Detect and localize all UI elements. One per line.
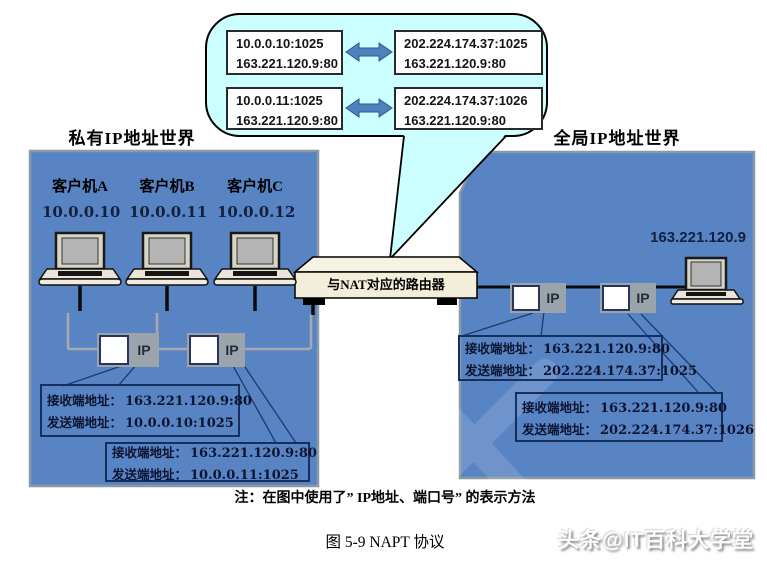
sender-value: 10.0.0.10:1025 xyxy=(125,416,234,431)
receiver-label: 接收端地址： xyxy=(47,394,123,408)
packet-ip-label: IP xyxy=(546,290,560,306)
entry-line: 163.221.120.9:80 xyxy=(404,113,506,128)
laptop-icon-b xyxy=(125,231,209,286)
packet-payload-box xyxy=(99,335,129,365)
packet-ip-label: IP xyxy=(636,290,650,306)
client-b-label: 客户机B xyxy=(139,179,195,195)
client-b-ip: 10.0.0.11 xyxy=(129,203,208,221)
sender-value: 202.224.174.37:1025 xyxy=(543,363,698,379)
sender-label: 发送端地址： xyxy=(112,467,188,482)
receiver-value: 163.221.120.9:80 xyxy=(190,445,317,461)
server-laptop-icon xyxy=(670,256,744,305)
address-box-left-2: 接收端地址： 163.221.120.9:80 发送端地址： 10.0.0.11… xyxy=(105,442,317,483)
ip-packet-right-2: IP xyxy=(600,283,656,313)
router-label: 与NAT对应的路由器 xyxy=(327,277,445,292)
private-region-title: 私有IP地址世界 xyxy=(68,129,196,148)
leader-lines xyxy=(62,311,717,444)
address-box-left-1: 接收端地址： 163.221.120.9:80 发送端地址： 10.0.0.10… xyxy=(40,384,252,437)
sender-label: 发送端地址： xyxy=(47,416,123,430)
address-row: 发送端地址： 202.224.174.37:1026 xyxy=(522,419,754,438)
packet-ip-label: IP xyxy=(225,342,239,358)
entry-line: 202.224.174.37:1026 xyxy=(404,93,528,108)
receiver-value: 163.221.120.9:80 xyxy=(125,394,252,409)
receiver-value: 163.221.120.9:80 xyxy=(543,341,670,357)
entry-line: 163.221.120.9:80 xyxy=(404,56,506,71)
client-a-label: 客户机A xyxy=(52,179,108,195)
router-icon xyxy=(292,256,480,305)
entry-line: 10.0.0.10:1025 xyxy=(236,36,324,51)
address-row: 发送端地址： 10.0.0.10:1025 xyxy=(47,412,234,431)
private-region-box xyxy=(28,149,320,488)
address-row: 发送端地址： 10.0.0.11:1025 xyxy=(112,464,303,483)
address-box-right-2: 接收端地址： 163.221.120.9:80 发送端地址： 202.224.1… xyxy=(515,392,754,442)
figure-note: 注：在图中使用了” IP地址、端口号” 的表示方法 xyxy=(234,491,536,506)
translation-global-entry-1: 202.224.174.37:1025 163.221.120.9:80 xyxy=(394,30,543,75)
entry-line: 10.0.0.11:1025 xyxy=(236,93,323,108)
client-a-ip: 10.0.0.10 xyxy=(42,203,121,221)
sender-value: 10.0.0.11:1025 xyxy=(190,467,299,483)
server-ip-label: 163.221.120.9 xyxy=(650,229,746,246)
global-region-title: 全局IP地址世界 xyxy=(553,129,681,148)
translation-global-entry-2: 202.224.174.37:1026 163.221.120.9:80 xyxy=(394,87,543,130)
address-row: 接收端地址： 163.221.120.9:80 xyxy=(47,390,252,409)
ip-packet-left-1: IP xyxy=(97,333,159,367)
address-row: 接收端地址： 163.221.120.9:80 xyxy=(465,338,670,357)
translation-arrow-icon xyxy=(345,98,393,118)
address-row: 接收端地址： 163.221.120.9:80 xyxy=(522,397,727,416)
address-row: 发送端地址： 202.224.174.37:1025 xyxy=(465,360,697,379)
packet-payload-box xyxy=(512,285,540,311)
client-c-label: 客户机C xyxy=(227,179,283,195)
translation-private-entry-2: 10.0.0.11:1025 163.221.120.9:80 xyxy=(226,87,343,130)
translation-arrow-icon xyxy=(345,42,393,62)
packet-ip-label: IP xyxy=(137,342,151,358)
laptop-icon-a xyxy=(38,231,122,286)
ip-packet-right-1: IP xyxy=(510,283,566,313)
translation-private-entry-1: 10.0.0.10:1025 163.221.120.9:80 xyxy=(226,30,343,75)
client-c-ip: 10.0.0.12 xyxy=(217,203,296,221)
receiver-label: 接收端地址： xyxy=(465,341,541,356)
entry-line: 163.221.120.9:80 xyxy=(236,56,338,71)
watermark-text: 头条@IT百科大学堂 xyxy=(558,529,755,552)
receiver-value: 163.221.120.9:80 xyxy=(600,400,727,416)
packet-payload-box xyxy=(602,285,630,311)
receiver-label: 接收端地址： xyxy=(522,400,598,415)
ip-packet-left-2: IP xyxy=(187,333,245,367)
address-row: 接收端地址： 163.221.120.9:80 xyxy=(112,442,317,461)
laptop-icon-c xyxy=(213,231,297,286)
packet-payload-box xyxy=(189,335,219,365)
entry-line: 163.221.120.9:80 xyxy=(236,113,338,128)
sender-value: 202.224.174.37:1026 xyxy=(600,422,755,438)
sender-label: 发送端地址： xyxy=(465,363,541,378)
sender-label: 发送端地址： xyxy=(522,422,598,437)
address-box-right-1: 接收端地址： 163.221.120.9:80 发送端地址： 202.224.1… xyxy=(458,335,697,381)
entry-line: 202.224.174.37:1025 xyxy=(404,36,528,51)
receiver-label: 接收端地址： xyxy=(112,445,188,460)
figure-caption: 图 5-9 NAPT 协议 xyxy=(325,534,445,551)
